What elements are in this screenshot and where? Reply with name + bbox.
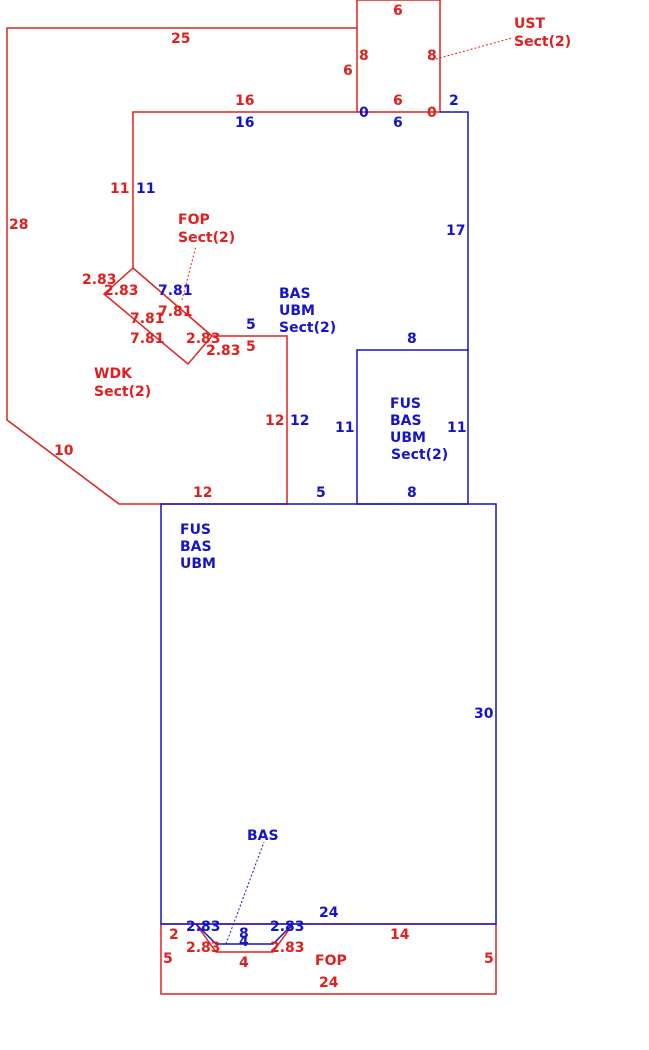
- dim-label: 8: [407, 331, 417, 347]
- dim-label: 10: [54, 443, 74, 459]
- dim-label: 0: [427, 105, 437, 121]
- dim-label: 6: [393, 3, 403, 19]
- dim-label: 2: [449, 93, 459, 109]
- red-outlines: [6, 0, 497, 995]
- dim-label: 8: [359, 48, 369, 64]
- bas-label: BAS: [247, 828, 279, 844]
- area-labels: UST Sect(2) FOP Sect(2) BAS UBM Sect(2) …: [94, 16, 571, 969]
- dim-label: 8: [427, 48, 437, 64]
- bas-ubm-sect-label: BAS UBM Sect(2): [279, 286, 336, 336]
- dim-label: 5: [316, 485, 326, 501]
- dim-label: 4: [239, 934, 249, 950]
- dim-label: 2.83: [270, 940, 305, 956]
- dim-label: 2.83: [270, 919, 305, 935]
- dim-label: 12: [193, 485, 212, 501]
- dim-label: 24: [319, 975, 339, 991]
- dim-label: 12: [290, 413, 309, 429]
- dim-label: 5: [246, 317, 256, 333]
- dim-label: 12: [265, 413, 284, 429]
- bas-ubm-sect-blue-outline: [440, 111, 469, 350]
- dim-label: 16: [235, 115, 254, 131]
- dim-label: 30: [474, 706, 494, 722]
- dim-label: 2.83: [186, 331, 221, 347]
- blue-outlines: [160, 111, 497, 945]
- dim-label: 6: [393, 93, 403, 109]
- dim-label: 11: [110, 181, 129, 197]
- dim-label: 5: [163, 951, 173, 967]
- dim-label: 7.81: [158, 283, 193, 299]
- dim-label: 11: [447, 420, 466, 436]
- dim-label: 6: [343, 63, 353, 79]
- dimension-labels: 6 8 6 8 25 16 16 0 6 0 2 6 11 11 28 17 2…: [9, 3, 494, 991]
- dim-label: 4: [239, 955, 249, 971]
- fus-bas-ubm-label: FUS BAS UBM: [180, 522, 216, 572]
- dim-label: 7.81: [158, 304, 193, 320]
- wdk-label: WDK Sect(2): [94, 366, 151, 400]
- bas-ubm-sect-red-outline: [132, 111, 357, 268]
- dim-label: 28: [9, 217, 28, 233]
- dim-label: 2.83: [206, 343, 241, 359]
- dim-label: 11: [335, 420, 354, 436]
- dim-label: 6: [393, 115, 403, 131]
- dim-label: 16: [235, 93, 254, 109]
- dim-label: 8: [407, 485, 417, 501]
- dim-label: 2: [169, 927, 179, 943]
- dim-label: 17: [446, 223, 465, 239]
- dim-label: 2.83: [104, 283, 139, 299]
- fus-bas-ubm-outline: [160, 503, 497, 925]
- dim-label: 5: [484, 951, 494, 967]
- dim-label: 25: [171, 31, 190, 47]
- ust-label: UST Sect(2): [514, 16, 571, 50]
- fop-upper-label: FOP Sect(2): [178, 212, 235, 246]
- fop-lower-bay: [195, 923, 294, 953]
- dim-label: 5: [246, 339, 256, 355]
- dim-label: 11: [136, 181, 155, 197]
- fop-upper-leader: [181, 245, 197, 301]
- ust-leader: [431, 37, 513, 61]
- dim-label: 2.83: [186, 940, 221, 956]
- bas-bay-outline: [195, 923, 294, 945]
- dim-label: 2.83: [186, 919, 221, 935]
- dim-label: 8: [239, 926, 249, 942]
- dim-label: 7.81: [130, 311, 165, 327]
- dim-label: 24: [319, 905, 339, 921]
- ust-outline: [356, 0, 441, 113]
- dim-label: 14: [390, 927, 410, 943]
- fus-bas-ubm-sect-label: FUS BAS UBM Sect(2): [390, 396, 448, 463]
- dim-label: 2.83: [82, 272, 117, 288]
- dim-label: 0: [359, 105, 369, 121]
- wdk-outline: [6, 27, 357, 505]
- fop-lower-label: FOP: [315, 953, 347, 969]
- fop-upper-outline: [102, 267, 214, 366]
- dim-label: 7.81: [130, 331, 165, 347]
